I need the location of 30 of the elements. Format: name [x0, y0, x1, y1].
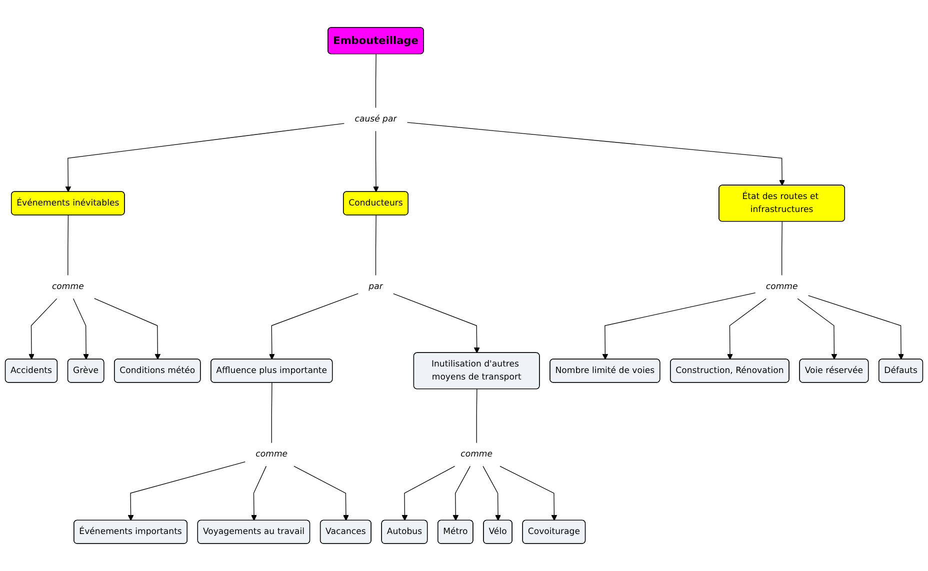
arrow — [602, 292, 756, 360]
arrow — [797, 298, 838, 360]
arrow — [727, 298, 766, 360]
arrow — [28, 298, 58, 360]
connector — [476, 388, 478, 444]
arrow — [452, 466, 470, 521]
connector — [375, 214, 376, 276]
arrow — [402, 466, 456, 521]
arrow — [500, 466, 558, 521]
arrow — [373, 130, 379, 192]
node-text: comme — [256, 449, 288, 460]
connector — [68, 214, 69, 276]
node-text: causé par — [354, 114, 397, 124]
arrow — [294, 466, 349, 521]
arrow — [406, 122, 785, 186]
arrow — [94, 298, 161, 360]
arrow — [65, 123, 345, 192]
arrow — [269, 293, 358, 360]
connector — [375, 54, 376, 108]
arrow — [251, 466, 267, 521]
arrow — [482, 466, 501, 521]
node-text: comme — [766, 282, 798, 292]
arrow — [72, 298, 89, 360]
arrow — [128, 461, 246, 521]
arrow — [808, 295, 904, 360]
node-text: comme — [52, 282, 84, 292]
connector — [271, 382, 272, 444]
node-text: par — [368, 282, 383, 292]
arrow — [393, 293, 480, 354]
node-text: comme — [460, 449, 493, 460]
